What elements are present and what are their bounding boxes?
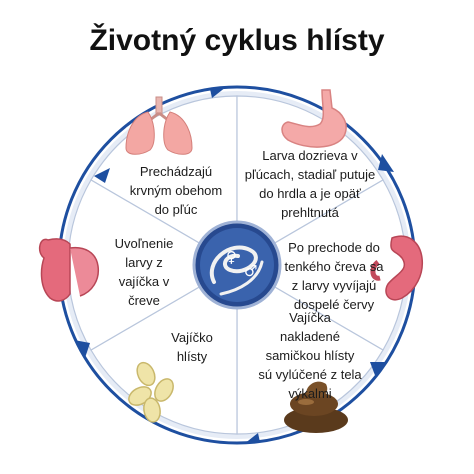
stage-label-lungs: Prechádzajú krvným obehom do pľúc — [129, 164, 223, 217]
stage-label-hatch: Uvoľnenie larvy z vajíčka v čreve — [114, 236, 174, 308]
stage-label-small-intestine: Po prechode do tenkého čreva sa z larvy … — [284, 240, 384, 312]
stage-label-feces: Vajíčka nakladené samičkou hlísty sú vyl… — [258, 310, 362, 401]
arrow-bottom — [244, 433, 260, 444]
roundworm-icon — [192, 220, 282, 310]
intestine-icon — [38, 238, 100, 302]
male-symbol: ♂ — [244, 262, 257, 280]
wheel-segments — [67, 95, 407, 435]
segment-top-right — [236, 95, 384, 267]
stage-label-larva-lungs: Larva dozrieva v pľúcach, stadiaľ putuje… — [244, 148, 376, 220]
arrow-right — [370, 362, 385, 378]
stage-label-egg: Vajíčko hlísty — [171, 330, 213, 364]
feces-icon — [284, 381, 348, 433]
eggs-icon — [128, 361, 174, 423]
diagram-title: Životný cyklus hlísty — [89, 24, 385, 57]
arrow-top-right — [378, 154, 394, 172]
female-symbol: ♀ — [226, 248, 237, 266]
arrow-top — [210, 87, 226, 98]
arrow-bottom-left — [74, 340, 90, 358]
arrow-left — [94, 168, 110, 183]
cycle-arrows — [74, 87, 394, 444]
lungs-icon — [125, 96, 193, 155]
stomach-icon — [281, 89, 347, 148]
small-intestine-icon — [370, 235, 424, 301]
